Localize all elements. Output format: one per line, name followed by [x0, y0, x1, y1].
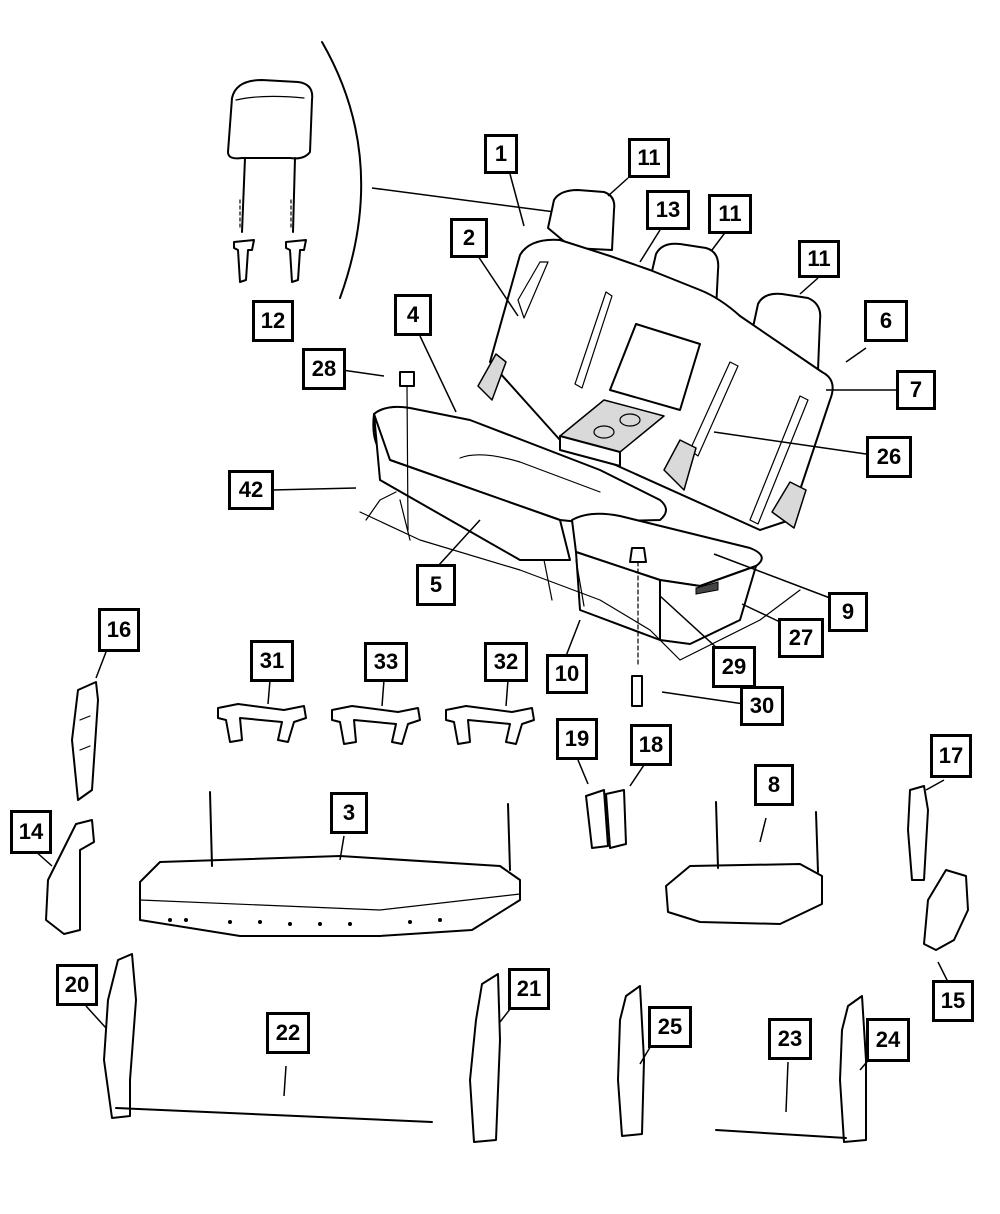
callout-31: 31 — [250, 640, 294, 682]
callout-30: 30 — [740, 686, 784, 726]
callout-8: 8 — [754, 764, 794, 806]
callout-19: 19 — [556, 718, 598, 760]
callout-27: 27 — [778, 618, 824, 658]
callout-2: 2 — [450, 218, 488, 258]
callout-17: 17 — [930, 734, 972, 778]
callout-5: 5 — [416, 564, 456, 606]
side-covers — [33, 651, 969, 983]
callout-15: 15 — [932, 980, 974, 1022]
callout-11-a: 11 — [628, 138, 670, 178]
callout-26: 26 — [866, 436, 912, 478]
latches — [577, 759, 647, 849]
rear-seat-assembly — [271, 173, 898, 707]
callout-20: 20 — [56, 964, 98, 1006]
callout-25: 25 — [648, 1006, 692, 1048]
callout-22: 22 — [266, 1012, 310, 1054]
callout-28: 28 — [302, 348, 346, 390]
callout-42: 42 — [228, 470, 274, 510]
callout-32: 32 — [484, 642, 528, 682]
callout-16: 16 — [98, 608, 140, 652]
seat-pans — [139, 791, 823, 937]
callout-9: 9 — [828, 592, 868, 632]
callout-7: 7 — [896, 370, 936, 410]
callout-6: 6 — [864, 300, 908, 342]
callout-10: 10 — [546, 654, 588, 694]
headrest-detail — [227, 41, 556, 299]
callout-3: 3 — [330, 792, 368, 834]
callout-23: 23 — [768, 1018, 812, 1060]
callout-18: 18 — [630, 724, 672, 766]
callout-11-b: 11 — [708, 194, 752, 234]
callout-4: 4 — [394, 294, 432, 336]
callout-21: 21 — [508, 968, 550, 1010]
callout-11-c: 11 — [798, 240, 840, 278]
callout-29: 29 — [712, 646, 756, 688]
callout-12: 12 — [252, 300, 294, 342]
callout-1: 1 — [484, 134, 518, 174]
risers-and-rods — [85, 953, 873, 1143]
callout-13: 13 — [646, 190, 690, 230]
callout-33: 33 — [364, 642, 408, 682]
callout-14: 14 — [10, 810, 52, 854]
callout-24: 24 — [866, 1018, 910, 1062]
seat-clips — [217, 679, 535, 745]
